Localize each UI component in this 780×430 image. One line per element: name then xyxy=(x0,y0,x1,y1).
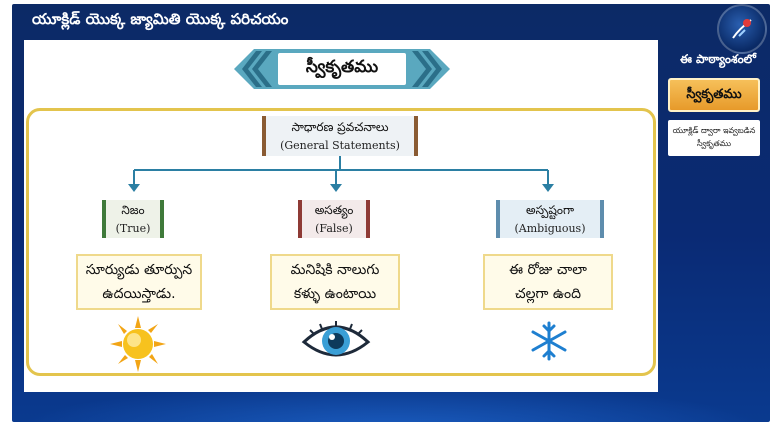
snowflake-icon xyxy=(531,321,567,361)
topic-banner: స్వీకృతము xyxy=(232,47,452,91)
example-false-line-1: మనిషికి నాలుగు xyxy=(290,262,380,278)
example-true-line-2: ఉదయిస్తాడు. xyxy=(102,286,176,302)
root-english-label: (General Statements) xyxy=(280,139,400,152)
diagram-frame xyxy=(26,108,656,376)
example-false-line-2: కళ్ళు ఉంటాయి xyxy=(293,286,377,302)
category-false: అసత్యం (False) xyxy=(298,200,370,238)
category-true: నిజం (True) xyxy=(102,200,164,238)
category-ambiguous: అస్పష్టంగా (Ambiguous) xyxy=(496,200,604,238)
category-false-telugu: అసత్యం xyxy=(314,203,354,217)
example-ambiguous-line-1: ఈ రోజు చాలా xyxy=(509,262,587,278)
page-title: యూక్లిడ్ యొక్క జ్యామితి యొక్క పరిచయం xyxy=(32,10,289,28)
sidebar-item-euclid-axioms[interactable]: యూక్లిడ్ ద్వారా ఇవ్వబడిన స్వీకృతము xyxy=(668,120,760,156)
category-true-english: (True) xyxy=(115,222,151,235)
example-true: సూర్యుడు తూర్పున ఉదయిస్తాడు. xyxy=(76,254,202,310)
root-telugu-label: సాధారణ ప్రవచనాలు xyxy=(291,120,389,134)
sidebar-item-label: స్వీకృతము xyxy=(686,87,742,102)
category-ambiguous-english: (Ambiguous) xyxy=(514,222,586,235)
brand-logo-icon xyxy=(717,4,767,54)
example-false: మనిషికి నాలుగు కళ్ళు ఉంటాయి xyxy=(270,254,400,310)
eye-icon xyxy=(301,321,371,357)
category-true-telugu: నిజం xyxy=(121,203,145,217)
example-ambiguous: ఈ రోజు చాలా చల్లగా ఉంది xyxy=(483,254,613,310)
root-node-general-statements: సాధారణ ప్రవచనాలు (General Statements) xyxy=(262,116,418,156)
category-ambiguous-telugu: అస్పష్టంగా xyxy=(525,203,575,217)
sidebar-item-label-line-1: యూక్లిడ్ ద్వారా ఇవ్వబడిన xyxy=(672,126,756,135)
sun-icon xyxy=(110,316,166,372)
sidebar-title: ఈ పాఠ్యాంశంలో xyxy=(679,52,757,66)
sidebar-item-axioms[interactable]: స్వీకృతము xyxy=(668,78,760,112)
example-true-line-1: సూర్యుడు తూర్పున xyxy=(85,262,193,278)
example-ambiguous-line-2: చల్లగా ఉంది xyxy=(514,286,582,302)
sidebar-item-label-line-2: స్వీకృతము xyxy=(696,139,732,148)
category-false-english: (False) xyxy=(315,222,353,235)
banner-title: స్వీకృతము xyxy=(305,57,379,77)
